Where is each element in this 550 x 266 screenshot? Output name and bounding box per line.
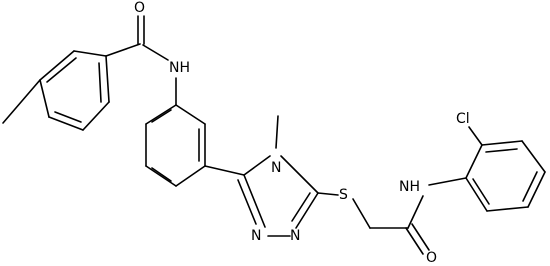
bond [465,177,488,212]
bond [527,171,546,208]
chloro-bond [468,126,483,146]
bond-double-inner [54,111,82,123]
bond [82,101,110,131]
bond [105,55,110,103]
bond [486,206,529,212]
bond [175,104,206,125]
bond-double-inner [151,167,172,182]
bond [73,50,107,57]
amide-nh-2-label: NH [399,179,420,195]
bond [145,165,177,187]
bond [175,165,206,187]
bond [465,144,483,179]
bond [204,165,245,176]
n-methyl-bond [275,115,279,149]
bond [521,140,546,173]
triazole-n-methyl-label: N [271,160,281,176]
bond-double-inner [472,178,490,205]
chlorophenyl-ring [465,140,546,212]
bond-double-inner [98,62,102,103]
triazole-n3-label: N [251,228,261,244]
bond [280,155,319,194]
bond-double-inner [485,148,518,153]
triazole-ring [237,155,319,237]
bond [243,155,271,176]
bond [405,227,424,255]
chloro-label: Cl [456,111,470,127]
bond [105,43,141,57]
amide-nh-1-label: NH [169,60,190,76]
bond [428,177,467,186]
carbonyl-oxygen-1-label: O [134,0,145,16]
bond [407,195,424,229]
bond [352,198,371,229]
bond [39,50,75,81]
bond [48,116,84,131]
bond-double [291,192,311,222]
bond-double [237,179,257,225]
carbonyl-oxygen-2-label: O [426,250,437,266]
bond [145,104,177,125]
bond [481,140,523,146]
bond [243,174,266,228]
carbonyl-bond [411,223,430,251]
bond-double-inner [46,57,77,83]
bond [295,192,319,229]
triazole-n2-label: N [290,228,300,244]
bond-double-inner [151,109,172,123]
methyl-bond [2,79,41,124]
toluoyl-ring [39,50,110,131]
bond [317,192,339,196]
bond [142,44,169,61]
sulfur-label: S [339,187,348,203]
bond [39,79,50,118]
central-phenyl-ring [145,104,206,187]
bond-double-inner [522,171,538,202]
